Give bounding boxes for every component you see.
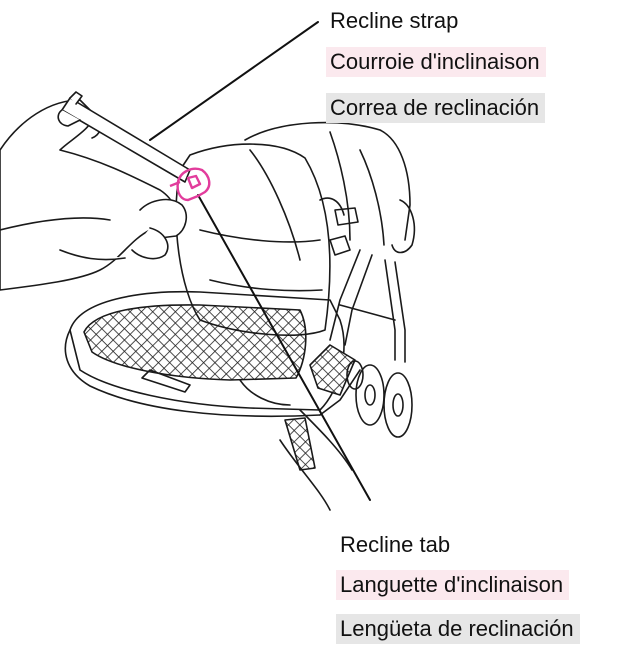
tab-label-en: Recline tab — [336, 530, 456, 560]
strap-label-fr: Courroie d'inclinaison — [326, 47, 546, 77]
strap-label-es: Correa de reclinación — [326, 93, 545, 123]
wheels — [347, 361, 412, 437]
tab-label-es: Lengüeta de reclinación — [336, 614, 580, 644]
strap-label-en: Recline strap — [326, 6, 464, 36]
tab-label-fr: Languette d'inclinaison — [336, 570, 569, 600]
basket — [65, 292, 355, 470]
